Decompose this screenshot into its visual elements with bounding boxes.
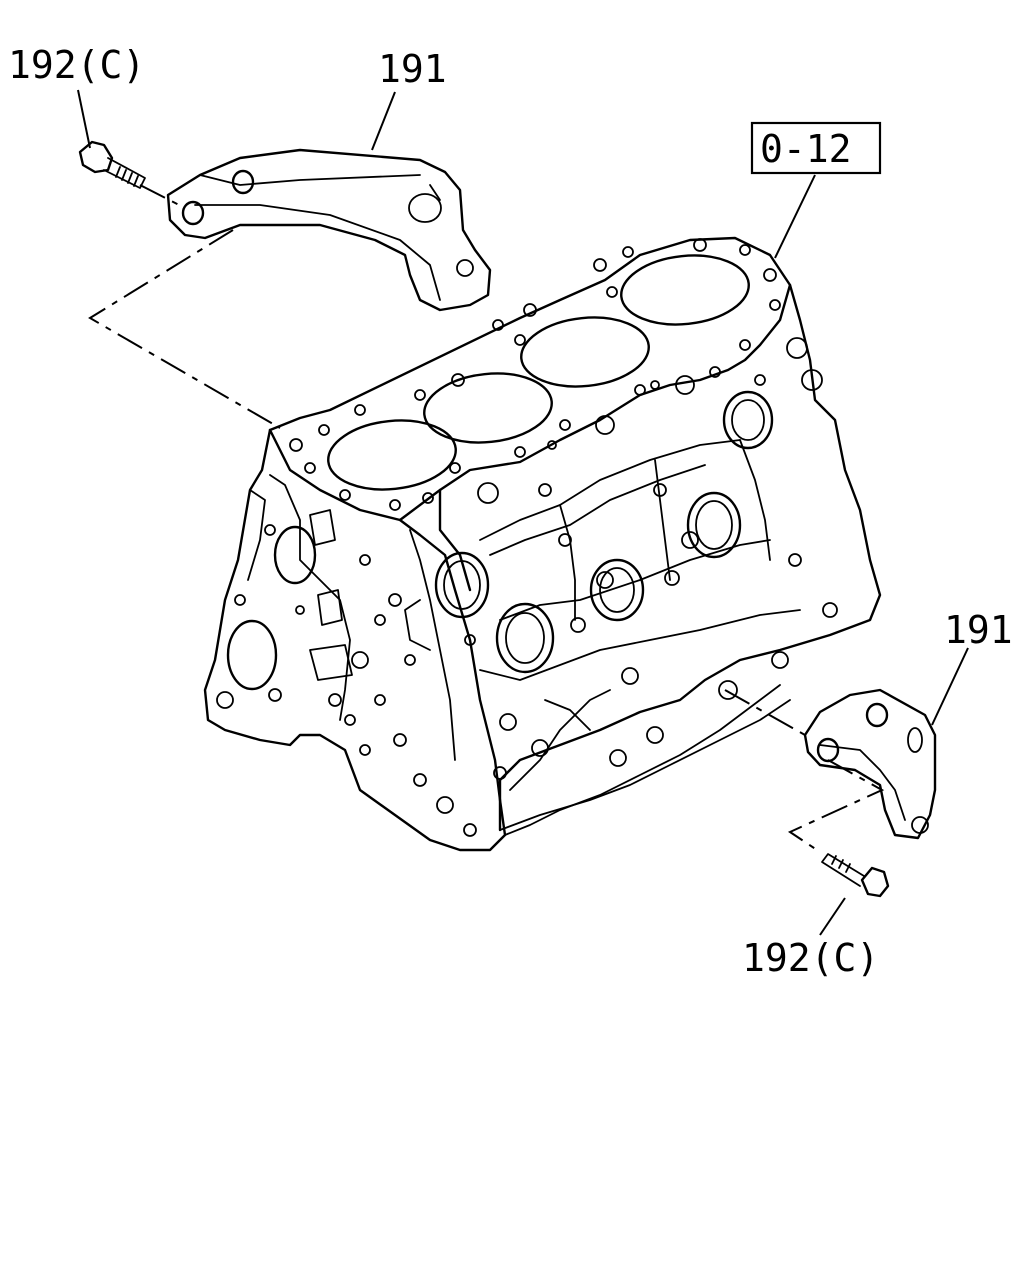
- label-bolt-top: 192(C): [8, 43, 145, 87]
- callout-labels: 192(C) 191 0-12 191 192(C): [8, 43, 1013, 980]
- reference-box: [750, 121, 882, 175]
- label-bracket-right: 191: [944, 608, 1013, 652]
- label-bracket-top: 191: [378, 47, 447, 91]
- engine-mount-bracket-right: [803, 688, 937, 840]
- engine-mount-bracket-top: [166, 148, 492, 312]
- label-bolt-bottom: 192(C): [742, 936, 879, 980]
- bolt-192c-bottom: [821, 853, 890, 898]
- bolt-192c-top: [78, 140, 146, 189]
- leader-lines: [77, 89, 969, 936]
- label-reference: 0-12: [760, 127, 852, 171]
- cylinder-block: [203, 236, 882, 852]
